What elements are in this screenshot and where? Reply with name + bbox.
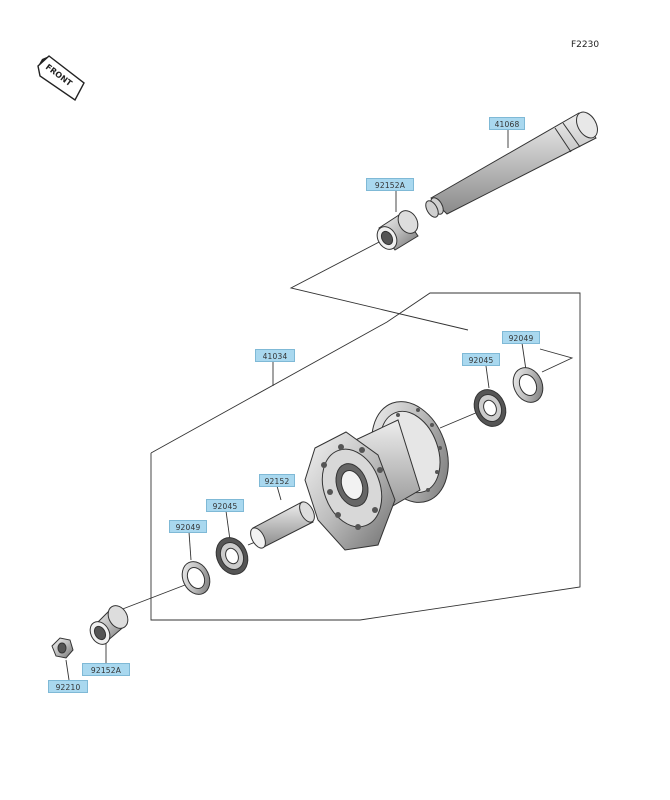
hub-boundary-outline — [150, 292, 581, 621]
part-label-lower-collar[interactable]: 92152A — [82, 663, 130, 676]
leader-lines — [65, 130, 581, 681]
upper-collar-part — [376, 210, 419, 251]
left-bearing-label-leader — [225, 510, 231, 541]
part-label-left-bearing[interactable]: 92045 — [206, 499, 244, 512]
axis-line-lower — [119, 584, 186, 611]
spacer-part — [250, 501, 315, 549]
nut-label-leader — [65, 659, 70, 681]
part-label-right-oil-seal[interactable]: 92049 — [502, 331, 540, 344]
upper-collar-leader — [289, 239, 469, 331]
left-bearing-part — [215, 537, 249, 575]
part-label-spacer[interactable]: 92152 — [259, 474, 295, 487]
right-seal-bracket — [539, 348, 574, 373]
part-label-right-bearing[interactable]: 92045 — [462, 353, 500, 366]
front-arrow-icon: FRONT — [37, 55, 85, 102]
left-seal-label-leader — [188, 531, 192, 561]
axle-nut-part — [51, 637, 74, 659]
part-label-upper-collar[interactable]: 92152A — [366, 178, 414, 191]
axle-part — [425, 111, 598, 218]
right-bearing-part — [473, 389, 507, 427]
part-label-left-oil-seal[interactable]: 92049 — [169, 520, 207, 533]
axis-line-upper — [439, 411, 479, 429]
left-oil-seal-part — [181, 561, 211, 595]
right-seal-label-leader — [521, 342, 527, 371]
right-oil-seal-part — [512, 367, 544, 403]
wheel-hub-part — [304, 401, 449, 551]
part-label-nut[interactable]: 92210 — [48, 680, 88, 693]
part-label-axle[interactable]: 41068 — [489, 117, 525, 130]
figure-code: F2230 — [571, 40, 600, 50]
part-label-hub[interactable]: 41034 — [255, 349, 295, 362]
spacer-label-leader — [276, 485, 282, 501]
lower-collar-part — [89, 605, 129, 645]
right-bearing-label-leader — [485, 365, 490, 389]
